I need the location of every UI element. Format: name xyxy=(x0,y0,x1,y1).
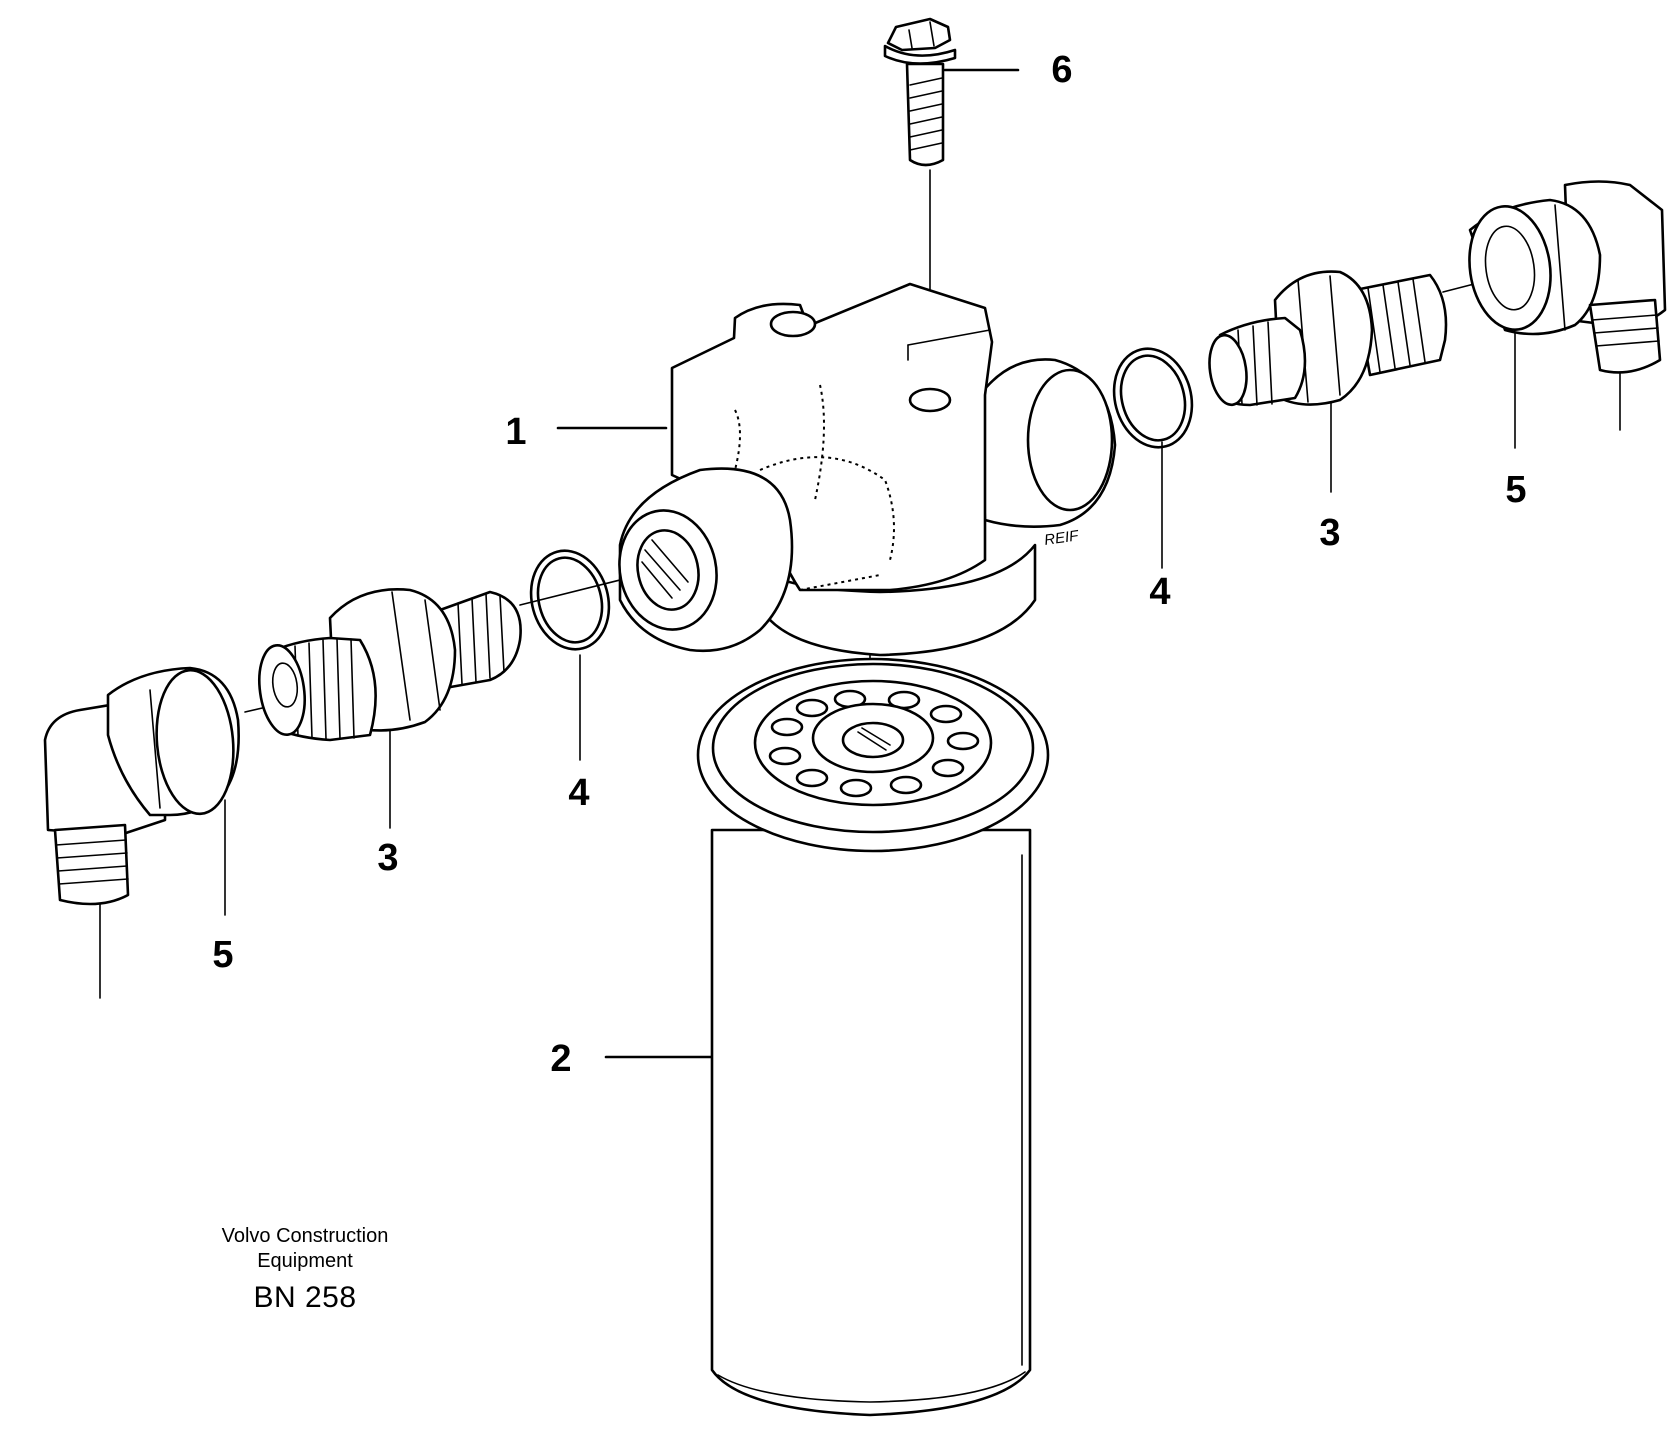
callout-nipple-right: 3 xyxy=(1319,512,1341,554)
elbow-right xyxy=(1468,180,1667,374)
leader-lines xyxy=(99,68,1621,1059)
callout-oring-left: 4 xyxy=(568,772,590,814)
o-ring-left xyxy=(529,549,611,651)
caption-line2: Equipment xyxy=(257,1250,353,1272)
nipple-left xyxy=(258,588,522,742)
illustration-code: BN 258 xyxy=(253,1281,357,1314)
filter-head-housing xyxy=(618,282,1117,657)
callout-nipple-left: 3 xyxy=(377,837,399,879)
housing-marking: REIF xyxy=(1043,527,1080,549)
filter-cartridge xyxy=(696,657,1050,1417)
callout-screw: 6 xyxy=(1051,49,1073,91)
flange-screw xyxy=(883,17,957,167)
callout-elbow-right: 5 xyxy=(1505,469,1527,511)
callout-oring-right: 4 xyxy=(1149,571,1171,613)
manufacturer-caption: Volvo Construction Equipment BN 258 xyxy=(170,1224,440,1315)
callout-housing: 1 xyxy=(505,411,527,453)
caption-line1: Volvo Construction xyxy=(221,1225,389,1247)
elbow-left xyxy=(43,666,240,906)
o-ring-right xyxy=(1112,347,1194,449)
callout-elbow-left: 5 xyxy=(212,934,234,976)
callout-filter: 2 xyxy=(550,1038,572,1080)
nipple-right xyxy=(1208,270,1448,407)
